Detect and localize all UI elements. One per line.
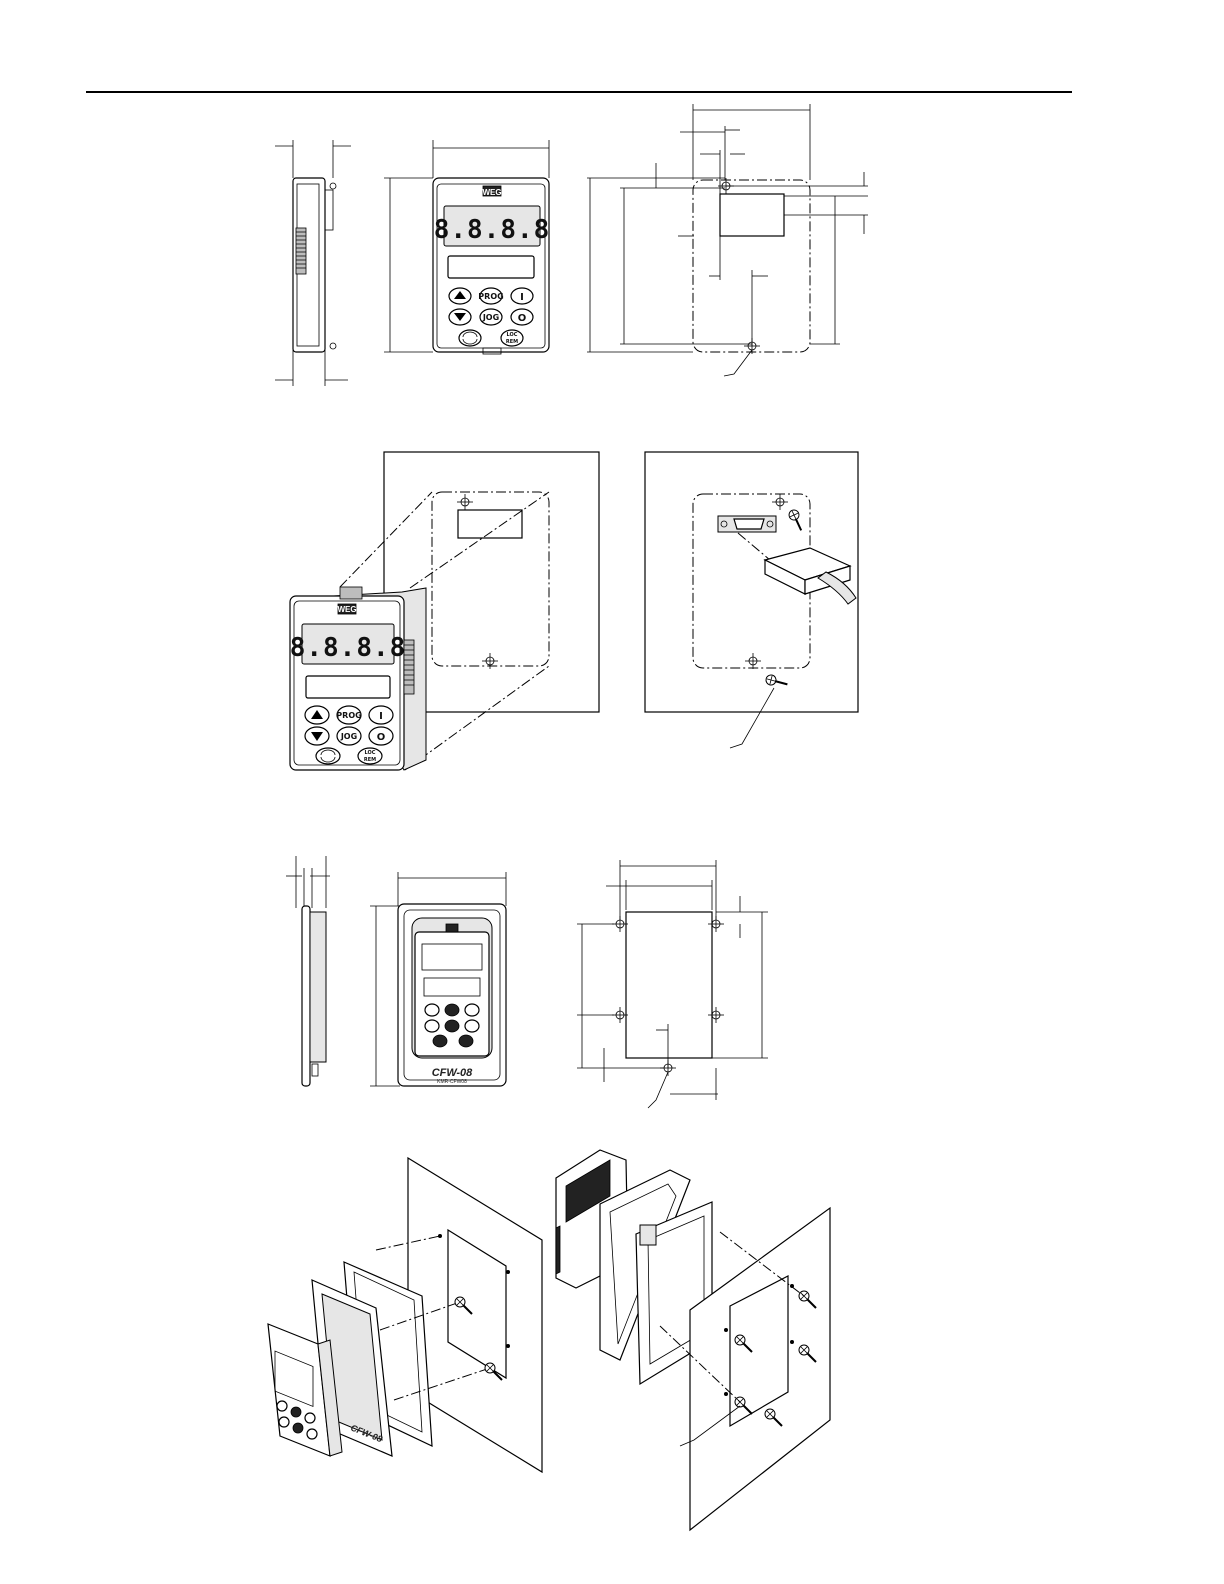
exploded-view-right	[556, 1150, 830, 1530]
svg-text:REM: REM	[506, 339, 518, 345]
hmi-panel-install-left: WEG 8.8.8.8 PROG I JOG O LOC REM	[290, 452, 599, 770]
remote-frame-side-view	[286, 856, 330, 1086]
svg-text:I: I	[379, 711, 383, 722]
hmi-front-view: WEG 8.8.8.8 PROG I JOG O LOC REM	[384, 140, 550, 354]
remote-frame-front-view: CFW-08 KMR-CFW08	[370, 872, 506, 1086]
keypad-logo: WEG	[482, 188, 501, 197]
svg-text:LOC: LOC	[507, 332, 518, 338]
svg-text:JOG: JOG	[340, 732, 357, 741]
frame-brand: CFW-08	[432, 1067, 473, 1079]
hmi-panel-cutout-drawing	[587, 104, 868, 376]
remote-frame-cutout-drawing	[577, 860, 768, 1108]
exploded-view-left: CFW-08	[268, 1158, 542, 1472]
key-start-label: I	[520, 292, 524, 303]
hmi-side-view	[275, 140, 351, 386]
svg-text:WEG: WEG	[337, 605, 356, 614]
svg-text:O: O	[377, 732, 386, 743]
key-prog-label: PROG	[478, 292, 503, 301]
svg-text:8.8.8.8: 8.8.8.8	[290, 633, 407, 663]
key-jog-label: JOG	[482, 313, 499, 322]
frame-model: KMR-CFW08	[437, 1079, 467, 1085]
svg-text:PROG: PROG	[336, 711, 361, 720]
hmi-panel-install-right	[645, 452, 858, 748]
svg-text:REM: REM	[364, 757, 376, 763]
svg-text:LOC: LOC	[365, 750, 376, 756]
key-stop-label: O	[518, 313, 527, 324]
keypad-display: 8.8.8.8	[434, 215, 551, 245]
